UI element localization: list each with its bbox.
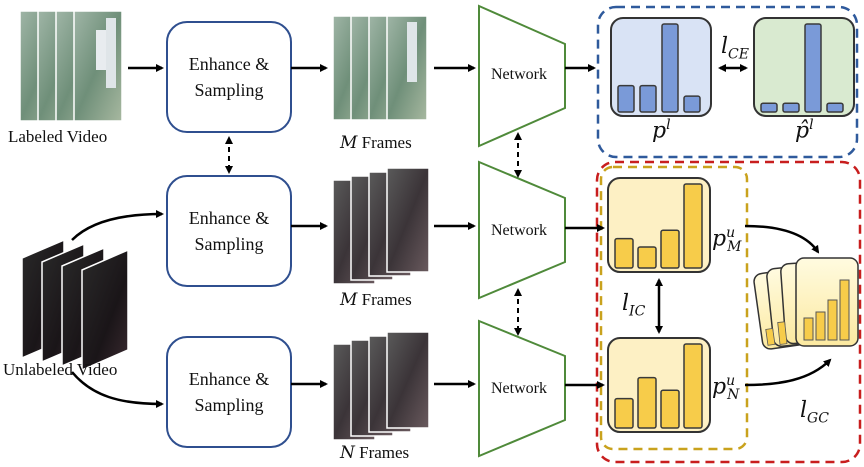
network-block-top [478, 4, 566, 148]
network-label-bot: Network [491, 380, 547, 397]
network-block-mid [478, 160, 566, 300]
enhance-sampling-text-top: Enhance &Sampling [188, 54, 270, 100]
inner-consistency-group [599, 165, 749, 451]
bar-0-0 [617, 84, 635, 113]
n-frames-label: N Frames [340, 443, 410, 463]
m-frames-label-mid: M Frames [340, 290, 412, 310]
bar-3-2 [660, 389, 680, 429]
bar-0-3 [683, 95, 701, 113]
p-m-u-label: puM [712, 225, 742, 255]
bars-n-frames [614, 343, 703, 429]
bars-m-frames [614, 183, 703, 269]
bar-1-1 [782, 102, 800, 113]
bar-2-2 [660, 229, 680, 269]
labeled-output-group [596, 5, 859, 159]
p-hat-l-label: p̂l [795, 117, 814, 144]
p-n-u-label: puN [712, 373, 740, 403]
bar-3-0 [614, 397, 634, 429]
aggregated-predictions-stack [753, 257, 859, 350]
bar-2-3 [683, 183, 703, 269]
l-ic-label: lIC [622, 291, 646, 320]
flow-arrows [71, 64, 832, 408]
network-label-top: Network [491, 66, 547, 83]
bar-2-0 [614, 237, 634, 269]
network-block-bot [478, 319, 566, 458]
bars-labeled [617, 23, 701, 113]
unlabeled-video-thumbnail [21, 238, 129, 372]
bar-3-1 [637, 376, 657, 429]
pred-panel-pseudo-label [753, 17, 855, 117]
bar-1-2 [804, 23, 822, 113]
bars-pseudo-label [760, 23, 844, 113]
bar-2-1 [637, 246, 657, 269]
p-l-label: pl [652, 117, 671, 144]
bar-3-3 [683, 343, 703, 429]
labeled-video-label: Labeled Video [8, 127, 108, 146]
bar-1-3 [826, 102, 844, 113]
network-label-mid: Network [491, 222, 547, 239]
unlabeled-video-label: Unlabeled Video [3, 360, 118, 379]
shared-weights-arrows [225, 132, 522, 336]
pred-panel-labeled [610, 17, 712, 117]
labeled-video-thumbnail [19, 10, 123, 122]
enhance-sampling-box-top [166, 21, 292, 133]
bar-0-2 [661, 23, 679, 113]
l-gc-label: lGC [800, 398, 829, 427]
l-ce-label: lCE [721, 34, 749, 63]
enhance-sampling-box-mid [166, 175, 292, 287]
m-frames-labeled-thumbnail [332, 15, 428, 121]
enhance-sampling-text-bot: Enhance &Sampling [188, 369, 270, 415]
bar-1-0 [760, 102, 778, 113]
bar-0-1 [639, 84, 657, 113]
n-frames-thumbnail [332, 331, 430, 441]
enhance-sampling-box-bot [166, 336, 292, 448]
m-frames-label-top: M Frames [340, 133, 412, 153]
m-frames-unlabeled-thumbnail [332, 167, 430, 285]
enhance-sampling-text-mid: Enhance &Sampling [188, 208, 270, 254]
unlabeled-output-group [595, 160, 862, 464]
